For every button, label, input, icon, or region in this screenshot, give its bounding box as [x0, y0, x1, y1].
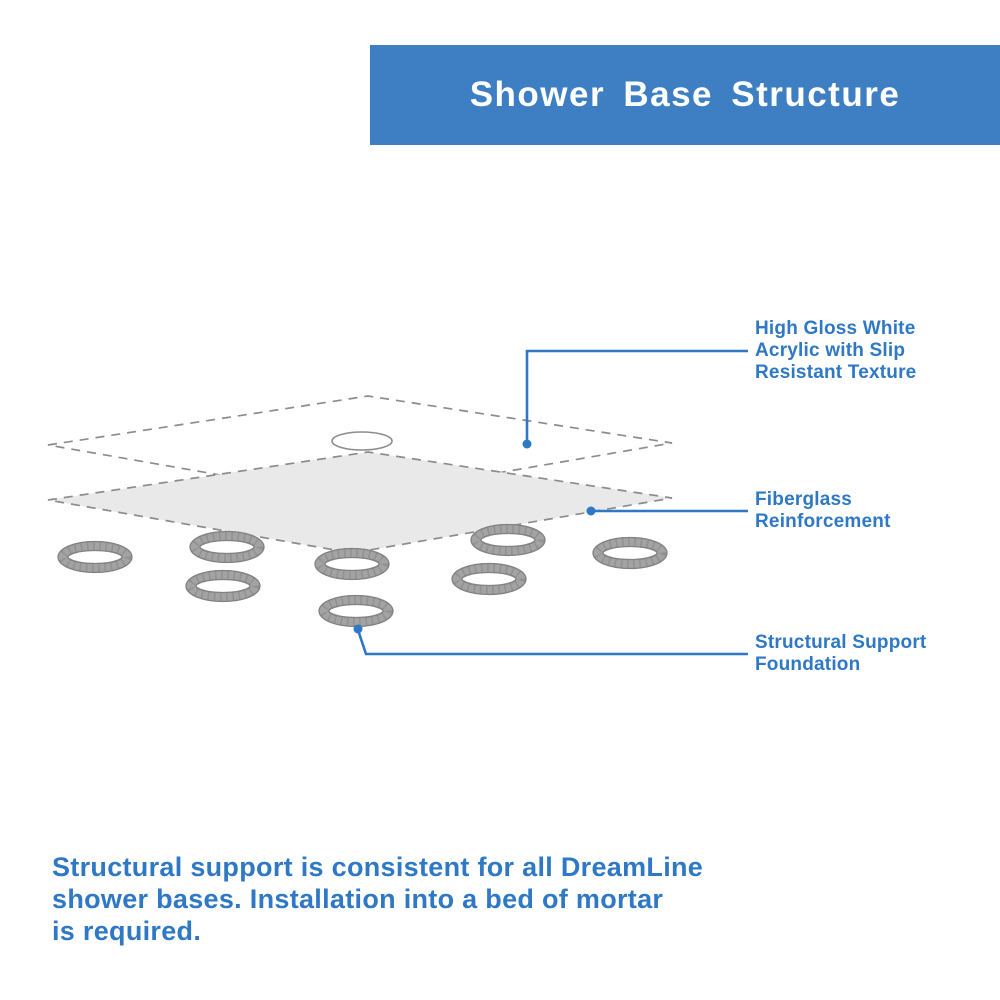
support-ring — [452, 564, 526, 595]
support-ring — [319, 596, 393, 627]
leader-dot-foundation — [353, 624, 363, 634]
leader-line-acrylic — [525, 349, 748, 440]
title-banner: Shower Base Structure — [370, 45, 1000, 145]
callout-foundation-label: Structural Support Foundation — [755, 632, 927, 675]
leader-dot-acrylic — [522, 439, 532, 449]
drain-ellipse — [331, 431, 393, 451]
callout-fiberglass-label: Fiberglass Reinforcement — [755, 489, 891, 532]
leader-dot-fiberglass — [586, 506, 596, 516]
footer-note: Structural support is consistent for all… — [52, 852, 704, 946]
support-ring — [190, 532, 264, 563]
leader-line-foundation — [357, 632, 748, 656]
support-ring — [315, 549, 389, 580]
support-ring — [186, 571, 260, 602]
support-ring — [58, 542, 132, 573]
support-ring — [471, 525, 545, 556]
page-title: Shower Base Structure — [469, 75, 901, 114]
callout-acrylic-label: High Gloss White Acrylic with Slip Resis… — [755, 318, 917, 383]
fiberglass-layer — [47, 451, 673, 554]
support-ring — [593, 538, 667, 569]
